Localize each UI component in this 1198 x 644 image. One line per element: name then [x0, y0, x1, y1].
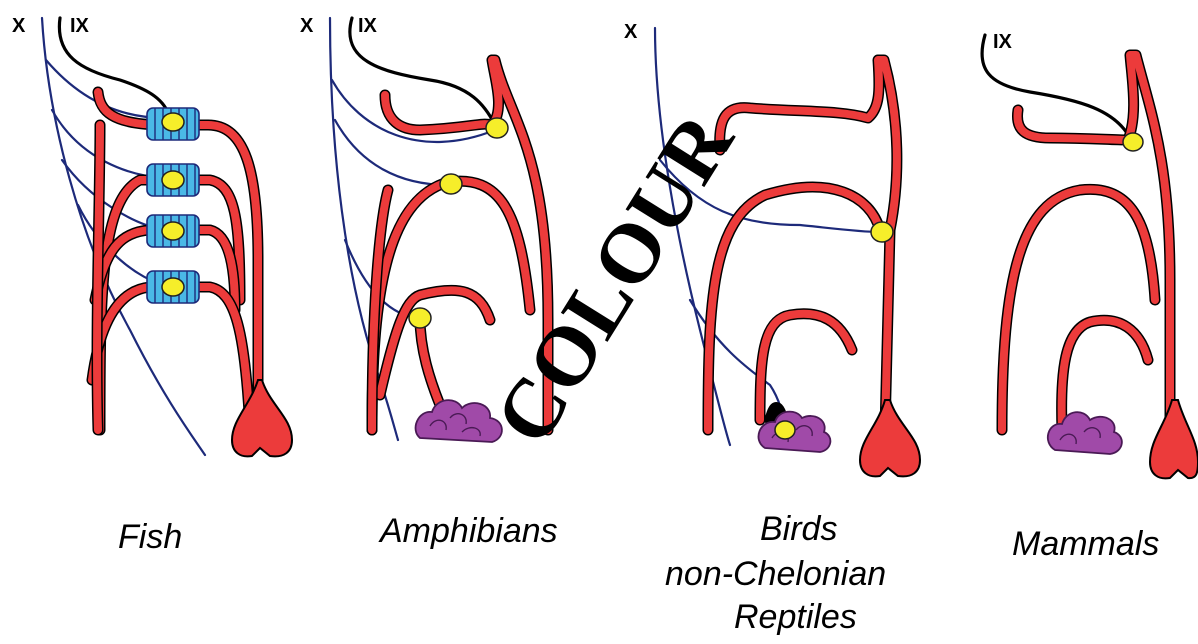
amphibians-chemoreceptor-3: [409, 308, 431, 328]
birds-carotid-arch: [708, 187, 880, 430]
mammals-chemoreceptor-carotid: [1123, 133, 1143, 151]
fish-panel: X IX Fish: [12, 15, 292, 556]
birds-group-label-2: non-Chelonian: [665, 555, 886, 593]
fish-gill-filaments: [147, 108, 199, 303]
mammals-panel: IX Mammals: [982, 31, 1198, 563]
fish-arch-3: [92, 287, 250, 430]
fish-chemoreceptor-2: [162, 171, 184, 189]
fish-gill-4: [147, 271, 199, 303]
fish-group-label: Fish: [118, 518, 182, 556]
fish-arteries: [92, 92, 258, 430]
birds-group-label-1: Birds: [760, 510, 837, 548]
amphibians-vagus-label: X: [300, 15, 314, 37]
fish-chemoreceptor-3: [162, 222, 184, 240]
amphibians-chemoreceptor-1: [486, 118, 508, 138]
mammals-arteries: [1002, 55, 1170, 430]
fish-ventral-vessel: [97, 125, 100, 430]
birds-arteries: [708, 60, 897, 430]
fish-vagus-label: X: [12, 15, 26, 37]
birds-chemoreceptor-glomus: [775, 421, 795, 439]
amphibians-panel: X IX Amphibians: [300, 15, 558, 550]
birds-heart: [860, 400, 920, 476]
mammals-glossopharyngeal-label: IX: [993, 31, 1013, 53]
fish-chemoreceptor-4: [162, 278, 184, 296]
fish-gill-2: [147, 164, 199, 196]
amphibians-chemoreceptor-2: [440, 174, 462, 194]
amphibians-nerves: [330, 18, 495, 440]
fish-glossopharyngeal-label: IX: [70, 15, 90, 37]
birds-group-label-3: Reptiles: [734, 598, 857, 636]
fish-gill-1: [147, 108, 199, 140]
fish-heart: [232, 380, 292, 456]
amphibians-glossopharyngeal-label: IX: [358, 15, 378, 37]
mammals-group-label: Mammals: [1012, 525, 1159, 563]
mammals-carotid-arch: [1002, 189, 1155, 430]
amphibians-group-label: Amphibians: [378, 512, 558, 550]
fish-chemoreceptor-1: [162, 113, 184, 131]
mammals-heart: [1150, 400, 1198, 478]
birds-vagus-label: X: [624, 21, 638, 43]
fish-gill-3: [147, 215, 199, 247]
birds-chemoreceptor-carotid: [871, 222, 893, 242]
